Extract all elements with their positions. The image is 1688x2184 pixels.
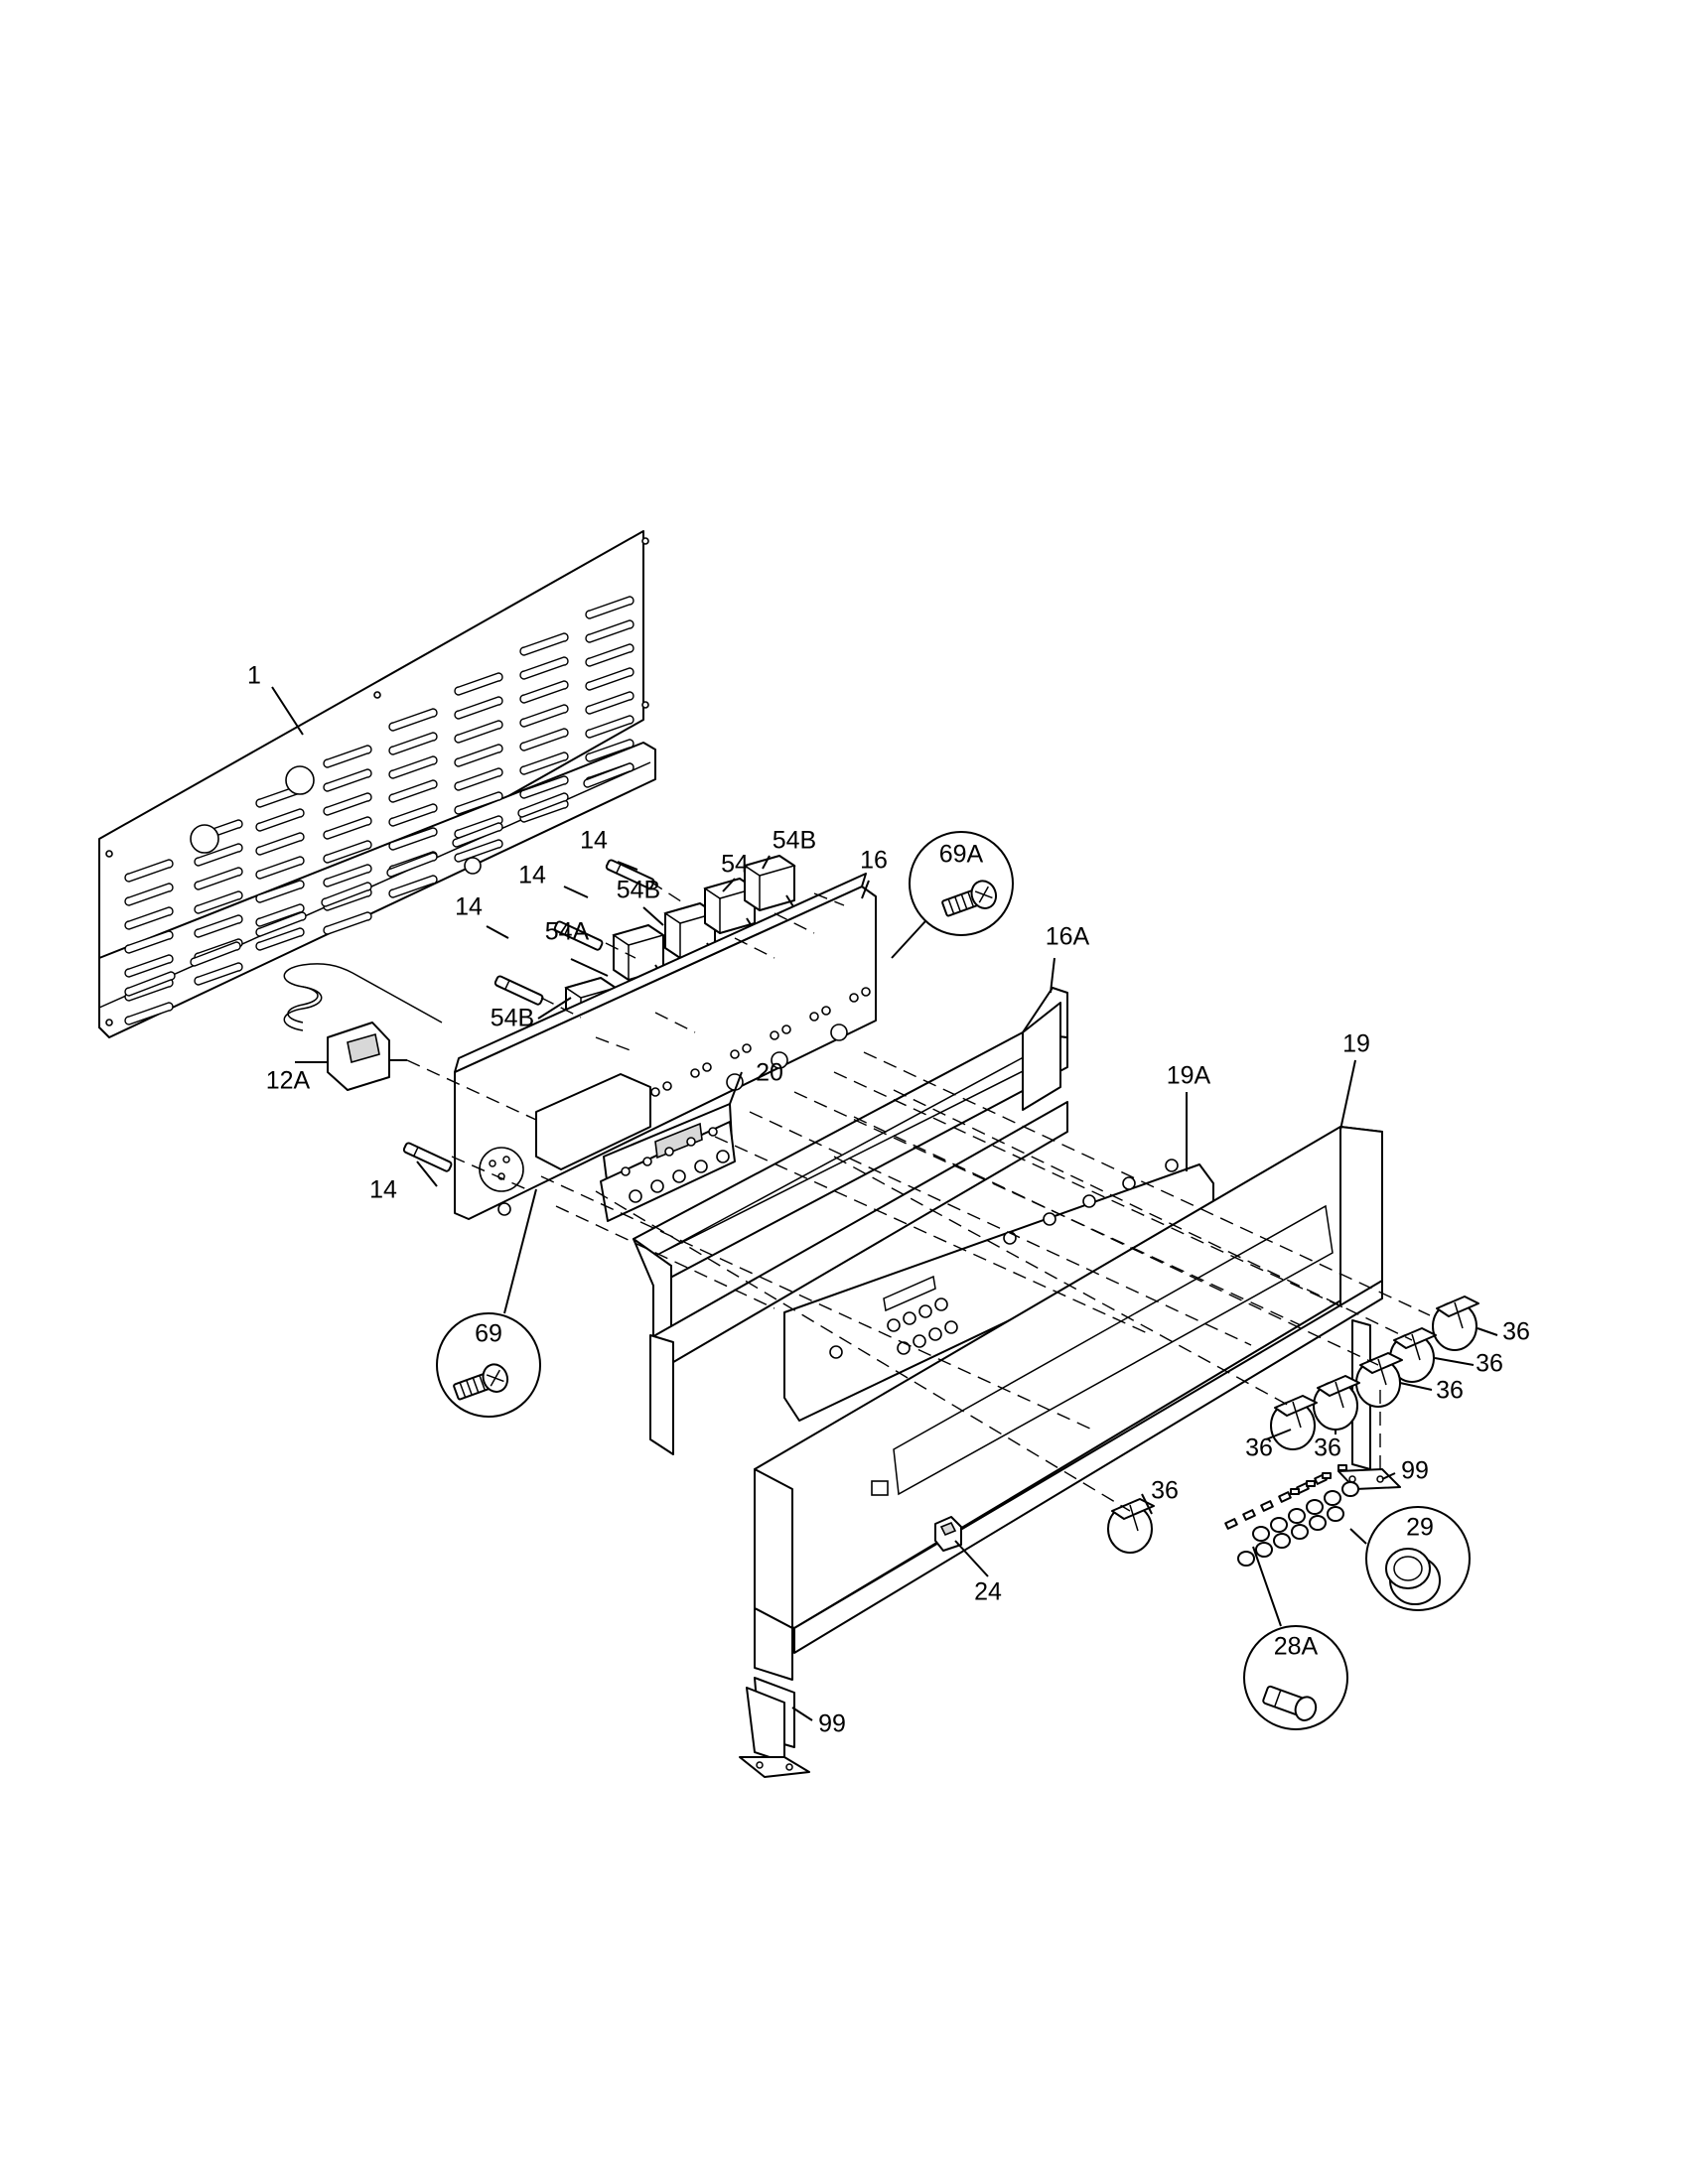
callout-54B: 54B bbox=[491, 1005, 534, 1032]
callout-12A: 12A bbox=[266, 1067, 311, 1095]
callout-labels: 1 12A 14 14 14 14 16 16A 19 19A 20 24 28… bbox=[247, 662, 1530, 1738]
thermostat-part-12A bbox=[283, 963, 443, 1091]
callout-1: 1 bbox=[247, 662, 261, 690]
callout-14: 14 bbox=[369, 1176, 397, 1204]
callout-19A: 19A bbox=[1167, 1062, 1211, 1090]
leader-lines bbox=[271, 686, 1498, 1721]
callout-54A: 54A bbox=[545, 918, 590, 946]
panel-bracket-part-16 bbox=[454, 873, 877, 1220]
callout-69A: 69A bbox=[939, 841, 984, 869]
callout-16A: 16A bbox=[1046, 923, 1090, 951]
callout-28A: 28A bbox=[1274, 1633, 1319, 1661]
callout-36: 36 bbox=[1436, 1377, 1464, 1405]
callout-14: 14 bbox=[580, 827, 608, 855]
callout-14: 14 bbox=[455, 893, 483, 921]
callout-14: 14 bbox=[518, 862, 546, 889]
assembly-lines bbox=[406, 881, 1431, 1512]
infinite-switch-parts-54 bbox=[564, 855, 797, 1034]
detail-circle-28A bbox=[1243, 1546, 1348, 1730]
callout-36: 36 bbox=[1151, 1477, 1179, 1505]
callout-36: 36 bbox=[1314, 1434, 1341, 1462]
detail-circle-69A bbox=[891, 831, 1014, 959]
back-panel-part-1 bbox=[98, 530, 656, 1038]
callout-99: 99 bbox=[818, 1710, 846, 1738]
callout-16: 16 bbox=[860, 847, 888, 875]
callout-29: 29 bbox=[1406, 1514, 1434, 1542]
knob-parts-36 bbox=[1107, 1296, 1479, 1554]
small-parts-cluster bbox=[1224, 1464, 1359, 1567]
callout-24: 24 bbox=[974, 1578, 1002, 1606]
callout-19: 19 bbox=[1342, 1030, 1370, 1058]
switch-part-24 bbox=[934, 1516, 962, 1552]
callout-36: 36 bbox=[1502, 1318, 1530, 1346]
callout-69: 69 bbox=[475, 1320, 502, 1348]
hinge-pin-part-14 bbox=[402, 859, 655, 1172]
control-console-part-19 bbox=[754, 1126, 1383, 1748]
oven-control-part-20 bbox=[600, 1103, 736, 1222]
callout-99: 99 bbox=[1401, 1457, 1429, 1485]
callout-36: 36 bbox=[1476, 1350, 1503, 1378]
callout-20: 20 bbox=[756, 1059, 783, 1087]
detail-circle-69 bbox=[436, 1188, 541, 1418]
callout-54B: 54B bbox=[773, 827, 816, 855]
callout-54: 54 bbox=[721, 851, 749, 879]
callout-54B: 54B bbox=[617, 877, 660, 904]
detail-circle-29 bbox=[1349, 1506, 1471, 1611]
callout-36: 36 bbox=[1245, 1434, 1273, 1462]
